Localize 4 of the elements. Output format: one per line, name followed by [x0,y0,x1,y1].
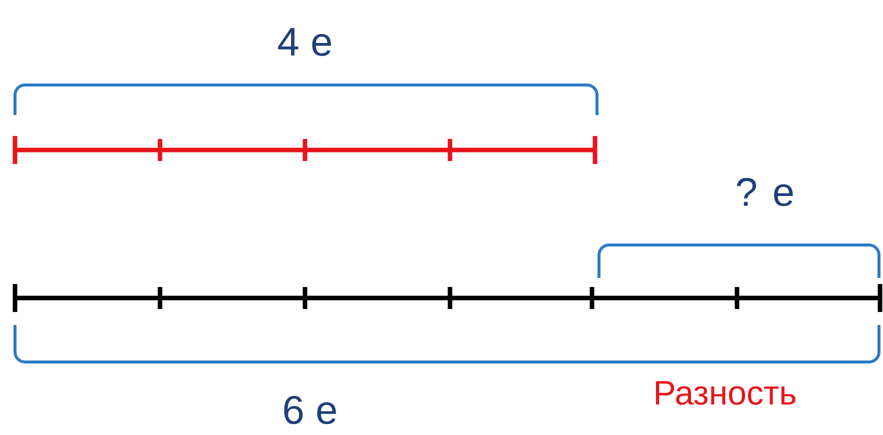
quantity-label: ? е [737,178,793,206]
difference-label: Разность [656,381,796,405]
quantity-label: 4 е [278,28,331,56]
quantity-label: 6 е [284,396,336,424]
